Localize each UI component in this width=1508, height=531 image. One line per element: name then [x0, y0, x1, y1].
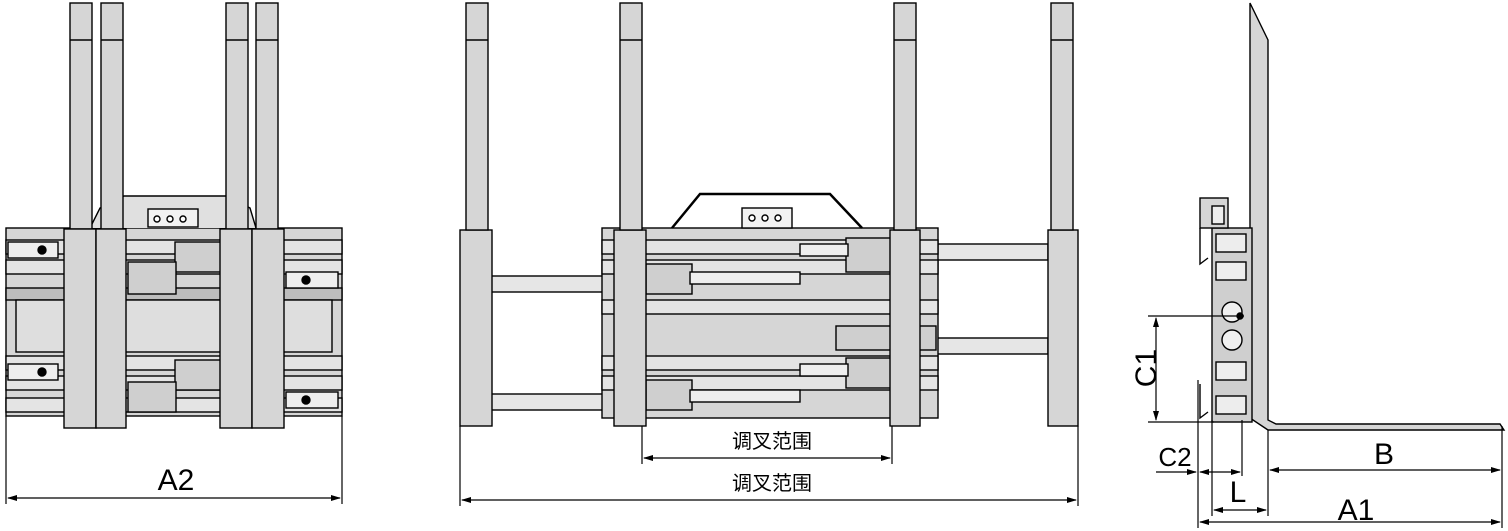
fork-3: [225, 2, 249, 230]
label-adjust-range-outer: 调叉范围: [732, 471, 812, 495]
fork-side-profile: [1249, 2, 1506, 431]
label-a1: A1: [1338, 494, 1375, 527]
side-view: [1199, 2, 1506, 431]
fork-hanger-2: [95, 228, 127, 429]
fork-outer-left: [465, 2, 489, 231]
front-view-extended: [459, 2, 1079, 427]
dimension-a2: [5, 416, 343, 504]
fork-inner-left: [619, 2, 643, 231]
label-b: B: [1374, 438, 1394, 471]
fork-hanger-1: [63, 228, 97, 429]
carriage-side: [1211, 227, 1253, 423]
fork-1: [69, 2, 93, 230]
fork-outer-right: [1050, 2, 1074, 231]
side-dimensions: [1148, 315, 1503, 528]
fork-hanger-3: [219, 228, 253, 429]
fork-inner-right: [893, 2, 917, 231]
dimension-adjust-range: [459, 426, 1079, 506]
fork-2: [100, 2, 124, 230]
fork-hanger-4: [251, 228, 285, 429]
fork-hanger-inner-right: [889, 229, 921, 427]
label-c2: C2: [1158, 442, 1191, 472]
fork-hanger-outer-left: [459, 229, 493, 427]
label-c1: C1: [1130, 349, 1163, 387]
label-adjust-range-inner: 调叉范围: [732, 429, 812, 453]
fork-hanger-inner-left: [613, 229, 647, 427]
label-l: L: [1230, 476, 1247, 509]
fork-hanger-outer-right: [1047, 229, 1079, 427]
fork-4: [255, 2, 279, 230]
label-a2: A2: [158, 464, 195, 497]
front-view-retracted: [5, 2, 343, 429]
